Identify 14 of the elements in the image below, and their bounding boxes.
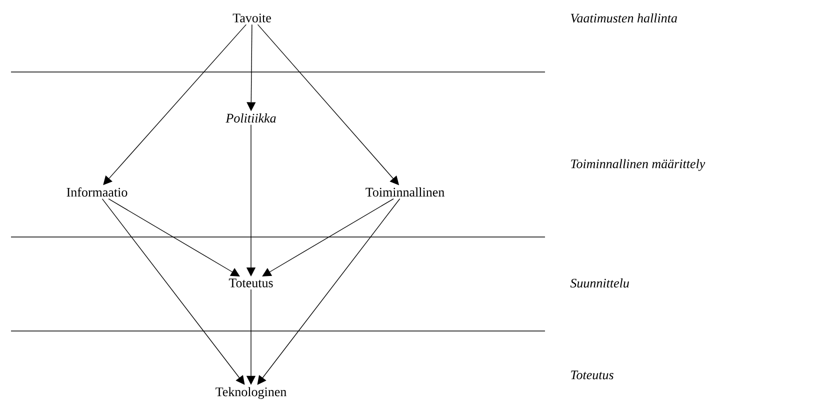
layer-label: Toiminnallinen määrittely (571, 159, 706, 171)
node-label: Informaatio (66, 187, 128, 197)
node-label: Toiminnallinen (366, 187, 444, 197)
arrow (262, 198, 394, 276)
arrow (257, 198, 400, 385)
node-label: Toteutus (228, 278, 273, 288)
node-label: Politiikka (226, 113, 276, 123)
arrow (102, 198, 245, 385)
layer-label: Vaatimusten hallinta (570, 13, 677, 23)
layer-label: Suunnittelu (570, 278, 629, 288)
node-label: Teknologinen (216, 387, 286, 399)
layer-label: Toteutus (571, 370, 614, 380)
node-label: Tavoite (232, 14, 271, 22)
arrow (108, 198, 240, 276)
